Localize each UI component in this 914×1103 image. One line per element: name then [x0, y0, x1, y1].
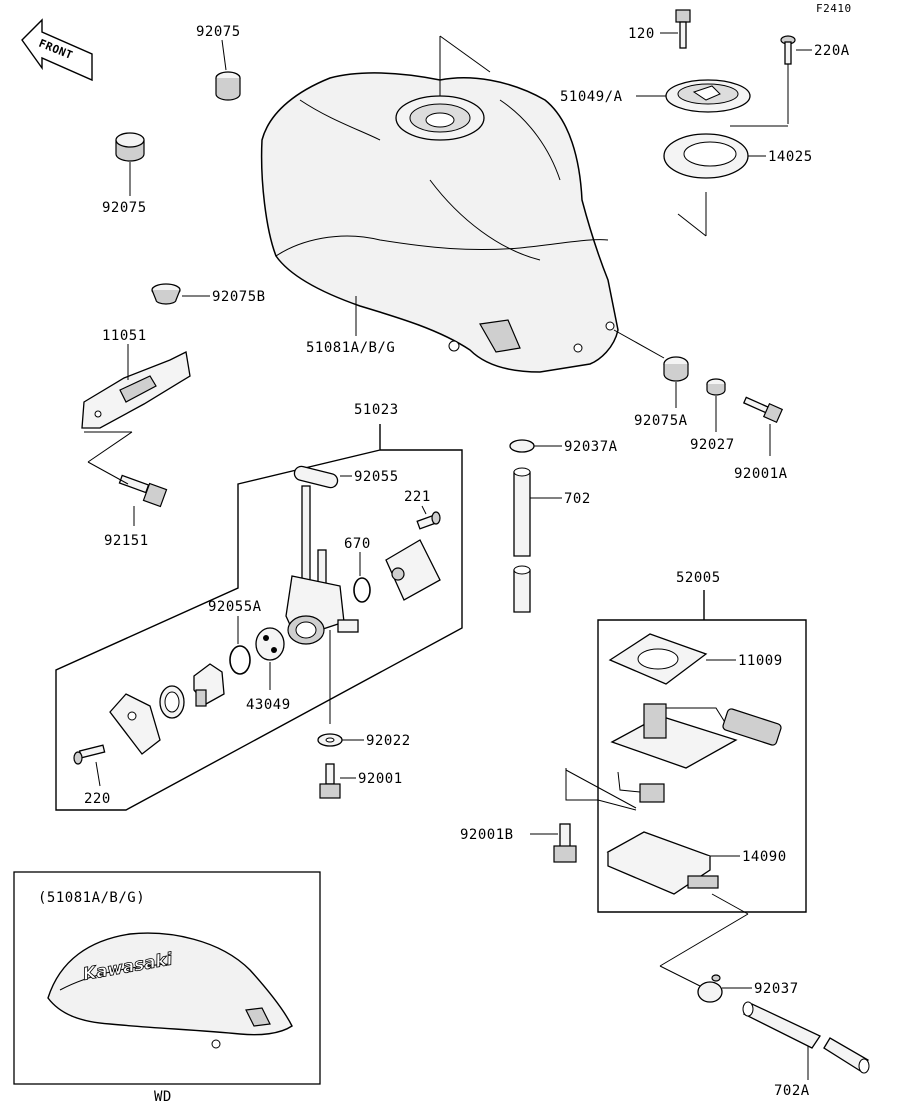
bolt-120 [675, 9, 691, 49]
label-92001a: 92001A [734, 466, 788, 482]
oring-92055a [229, 645, 251, 675]
damper-92075-left [115, 132, 145, 162]
clamp-92037 [697, 974, 723, 1003]
label-92075a: 92075A [634, 413, 688, 429]
washer-92022 [317, 733, 343, 747]
label-92055: 92055 [354, 469, 399, 485]
collar-92027 [706, 378, 726, 396]
cover-plate [385, 539, 441, 601]
gasket-11009 [608, 633, 708, 685]
bolt-92001a [742, 396, 784, 424]
label-51049: 51049/A [560, 89, 623, 105]
label-92075-left: 92075 [102, 200, 147, 216]
inset-tank: Kawasaki [47, 932, 293, 1049]
label-220a: 220A [814, 43, 850, 59]
figure-id: F2410 [816, 2, 852, 15]
front-arrow-icon: FRONT [21, 18, 93, 82]
fuel-tank [260, 72, 619, 373]
label-221: 221 [404, 489, 431, 505]
seal-ring [159, 685, 185, 719]
label-52005: 52005 [676, 570, 721, 586]
screw-220 [73, 744, 106, 765]
label-51023: 51023 [354, 402, 399, 418]
label-92001: 92001 [358, 771, 403, 787]
label-92037a: 92037A [564, 439, 618, 455]
label-92075b: 92075B [212, 289, 266, 305]
label-14090: 14090 [742, 849, 787, 865]
label-220: 220 [84, 791, 111, 807]
sender-unit [610, 703, 782, 803]
label-92001b: 92001B [460, 827, 514, 843]
hose-702 [513, 467, 531, 613]
bolt-92001b [553, 823, 577, 863]
inset-caption: WD [154, 1089, 172, 1103]
gasket-14025 [663, 133, 749, 179]
label-702a: 702A [774, 1083, 810, 1099]
lever-plate [109, 693, 161, 755]
cap-51049 [665, 79, 751, 113]
label-92027: 92027 [690, 437, 735, 453]
label-43049: 43049 [246, 697, 291, 713]
screw-220a [780, 35, 796, 65]
filter-14090 [606, 831, 719, 895]
inset-title: (51081A/B/G) [38, 890, 145, 906]
hose-702a [742, 1001, 870, 1074]
label-92055a: 92055A [208, 599, 262, 615]
oring-670 [353, 577, 371, 603]
valve-43049 [255, 627, 285, 661]
label-92151: 92151 [104, 533, 149, 549]
gasket-92055 [293, 465, 339, 489]
label-120: 120 [628, 26, 655, 42]
label-14025: 14025 [768, 149, 813, 165]
inset-box [13, 871, 321, 1085]
bolt-92001 [319, 763, 341, 799]
label-11009: 11009 [738, 653, 783, 669]
label-92037: 92037 [754, 981, 799, 997]
grommet-92075a [663, 356, 689, 382]
label-92022: 92022 [366, 733, 411, 749]
label-92075-top: 92075 [196, 24, 241, 40]
bolt-92151 [118, 474, 168, 508]
label-702: 702 [564, 491, 591, 507]
fuel-cock-body [285, 485, 359, 645]
label-51081: 51081A/B/G [306, 340, 395, 356]
damper-92075b [151, 283, 181, 305]
label-11051: 11051 [102, 328, 147, 344]
damper-92075-top [215, 71, 241, 101]
clamp-92037a [509, 439, 535, 453]
lever [193, 663, 225, 707]
bracket-11051 [81, 351, 191, 429]
label-670: 670 [344, 536, 371, 552]
screw-221 [416, 511, 441, 530]
